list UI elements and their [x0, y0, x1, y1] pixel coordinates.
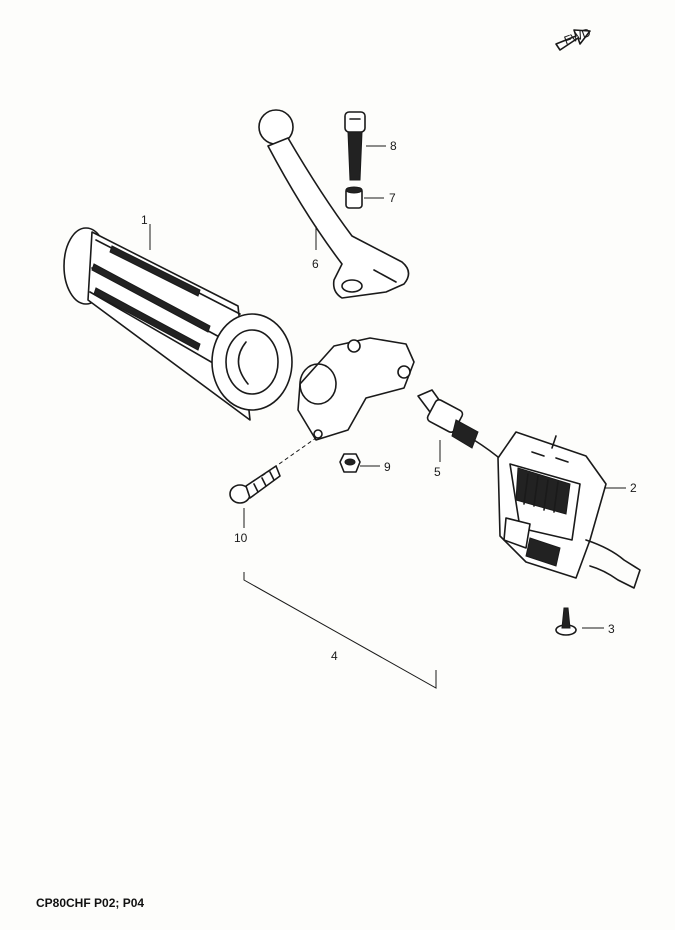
part-1-grip[interactable]: [63, 227, 293, 421]
callout-7: 7: [389, 191, 396, 205]
catalog-code: CP80CHF P02; P04: [36, 896, 144, 910]
callout-3: 3: [608, 622, 615, 636]
assembly-line: [261, 437, 317, 477]
part-3-screw[interactable]: [555, 607, 577, 636]
part-6-lever[interactable]: [258, 109, 410, 299]
callout-10: 10: [234, 531, 248, 545]
callout-9: 9: [384, 460, 391, 474]
part-5-switch[interactable]: [417, 389, 505, 463]
forward-label: FWD: [562, 25, 593, 48]
part-7-collar[interactable]: [345, 186, 363, 209]
part-2-switch-housing[interactable]: [497, 431, 641, 589]
callout-1: 1: [141, 213, 148, 227]
leader-4: [243, 572, 437, 689]
callout-4: 4: [331, 649, 338, 663]
part-9-nut[interactable]: [339, 453, 361, 473]
part-10-bolt[interactable]: [229, 465, 281, 504]
callout-6: 6: [312, 257, 319, 271]
callout-2: 2: [630, 481, 637, 495]
callout-8: 8: [390, 139, 397, 153]
callout-5: 5: [434, 465, 441, 479]
part-4-bracket[interactable]: [297, 337, 415, 441]
forward-arrow-icon: FWD: [555, 25, 593, 51]
part-8-screw[interactable]: [344, 111, 366, 181]
